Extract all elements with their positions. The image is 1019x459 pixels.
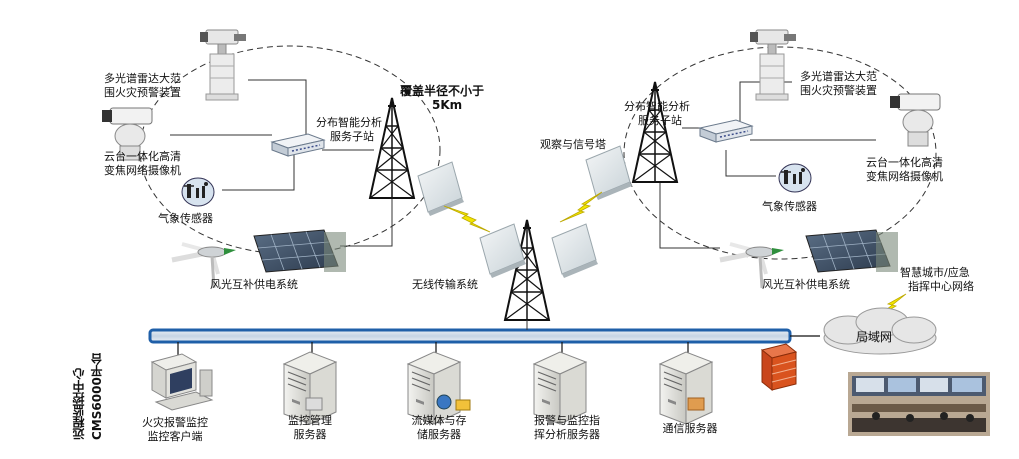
lan-label: 局域网 <box>856 330 893 344</box>
left-analysis-router-icon <box>271 133 325 157</box>
left-upper-panel-icon <box>417 161 465 217</box>
right-upper-panel-icon <box>585 145 633 201</box>
alarm-dispatch-server-label-1: 报警与监控指 <box>534 414 600 427</box>
right-solar-panel-icon <box>805 229 899 273</box>
comm-server-label: 通信服务器 <box>662 422 718 435</box>
comm-server-icon <box>659 351 713 425</box>
control-center-photo <box>848 372 990 436</box>
coverage-radius-value: 5Km <box>432 98 463 112</box>
left-camera-label-2: 变焦网络摄像机 <box>104 164 181 177</box>
platform-label-2: CMS6000平台 <box>90 353 104 440</box>
lan-cloud-icon <box>823 307 937 355</box>
streaming-storage-server-label-1: 流媒体与存 <box>411 414 467 427</box>
right-power-label: 风光互补供电系统 <box>762 278 850 291</box>
right-weather-link <box>725 150 776 177</box>
left-power-label: 风光互补供电系统 <box>210 278 298 291</box>
right-analysis-label-1: 分布智能分析 <box>624 100 690 113</box>
right-radar-icon <box>749 29 797 101</box>
left-analysis-label-1: 分布智能分析 <box>316 116 382 129</box>
observation-tower-label: 观察与信号塔 <box>540 138 606 151</box>
left-weather-label: 气象传感器 <box>158 212 213 225</box>
right-power-link <box>659 182 720 249</box>
lightning-left-icon <box>443 205 491 233</box>
smart-city-label-1: 智慧城市/应急 <box>900 266 970 279</box>
left-radar-label-1: 多光谱雷达大范 <box>104 72 181 85</box>
left-solar-panel-icon <box>253 229 347 273</box>
right-weather-sensor-icon <box>778 163 812 193</box>
fire-alarm-client-icon <box>150 353 214 411</box>
right-analysis-router-icon <box>699 119 753 143</box>
left-radar-icon <box>199 29 247 101</box>
firewall-icon <box>760 343 798 392</box>
coverage-radius-label: 覆盖半径不小于 <box>400 84 485 98</box>
right-lower-panel-icon <box>551 223 599 279</box>
fire-alarm-client-label-1: 火灾报警监控 <box>142 416 208 429</box>
streaming-storage-server-label-2: 储服务器 <box>417 428 461 441</box>
right-camera-label-2: 变焦网络摄像机 <box>866 170 943 183</box>
smart-city-label-2: 指挥中心网络 <box>908 280 974 293</box>
network-bus <box>148 328 792 344</box>
left-radar-link <box>248 79 307 138</box>
right-radar-label-2: 围火灾预警装置 <box>800 84 877 97</box>
right-analysis-label-2: 服务子站 <box>638 114 682 127</box>
left-analysis-label-2: 服务子站 <box>330 130 374 143</box>
monitor-mgmt-server-label-2: 服务器 <box>293 428 327 441</box>
left-camera-label-1: 云台一体化高清 <box>104 150 181 163</box>
right-tower-icon <box>632 81 678 183</box>
left-tower-icon <box>369 97 415 199</box>
right-camera-label-1: 云台一体化高清 <box>866 156 943 169</box>
left-power-link <box>340 196 393 247</box>
wireless-system-label: 无线传输系统 <box>412 278 478 291</box>
right-ptz-camera-icon <box>889 93 941 147</box>
alarm-dispatch-server-label-2: 挥分析服务器 <box>534 428 600 441</box>
right-coverage-circle <box>623 46 937 260</box>
left-radar-label-2: 围火灾预警装置 <box>104 86 181 99</box>
lightning-right-icon <box>559 191 603 223</box>
right-radar-label-1: 多光谱雷达大范 <box>800 70 877 83</box>
platform-label-1: 远程监控中心 <box>72 368 86 440</box>
fire-alarm-client-label-2: 监控客户端 <box>147 430 203 443</box>
left-weather-sensor-icon <box>181 177 215 207</box>
right-weather-label: 气象传感器 <box>762 200 817 213</box>
monitor-mgmt-server-label-1: 监控管理 <box>288 414 332 427</box>
left-weather-link <box>222 152 295 191</box>
